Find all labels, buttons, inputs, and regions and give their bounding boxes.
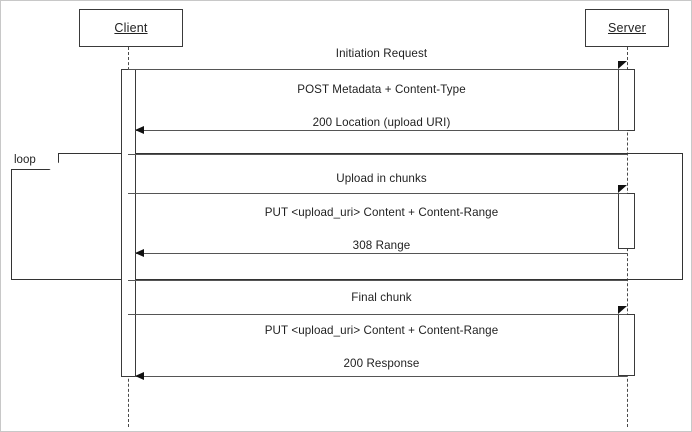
arrowhead-m4 bbox=[135, 248, 144, 257]
message-line-m4 bbox=[135, 253, 627, 254]
message-line-m6 bbox=[135, 376, 627, 377]
group-header-initiation: Initiation Request bbox=[335, 47, 428, 60]
message-label-m4: 308 Range bbox=[352, 239, 411, 252]
group-divider-final bbox=[128, 280, 627, 281]
activation-client bbox=[121, 69, 136, 377]
arrowhead-m6 bbox=[135, 371, 144, 380]
participant-box-server[interactable]: Server bbox=[585, 9, 669, 47]
arrowhead-m2 bbox=[135, 125, 144, 134]
participant-label-server: Server bbox=[607, 21, 647, 35]
fragment-loop-label: loop bbox=[14, 154, 36, 167]
message-label-m6: 200 Response bbox=[343, 357, 420, 370]
message-label-m1: POST Metadata + Content-Type bbox=[297, 83, 466, 96]
message-line-m5 bbox=[128, 314, 627, 315]
arrowhead-m3 bbox=[618, 185, 627, 193]
fragment-loop-tab: loop bbox=[11, 153, 59, 170]
group-header-chunks: Upload in chunks bbox=[336, 172, 427, 185]
participant-box-client[interactable]: Client bbox=[79, 9, 183, 47]
message-line-m1 bbox=[128, 69, 627, 70]
message-line-m2 bbox=[135, 130, 627, 131]
message-label-m2: 200 Location (upload URI) bbox=[312, 116, 451, 129]
arrowhead-m1 bbox=[618, 61, 627, 69]
message-label-m3: PUT <upload_uri> Content + Content-Range bbox=[264, 206, 499, 219]
fragment-loop bbox=[11, 153, 683, 280]
group-header-final: Final chunk bbox=[351, 291, 412, 304]
message-label-m5: PUT <upload_uri> Content + Content-Range bbox=[264, 324, 499, 337]
arrowhead-m5 bbox=[618, 306, 627, 314]
message-line-m3 bbox=[128, 193, 627, 194]
group-divider-chunks bbox=[128, 154, 627, 155]
participant-label-client: Client bbox=[114, 21, 148, 35]
